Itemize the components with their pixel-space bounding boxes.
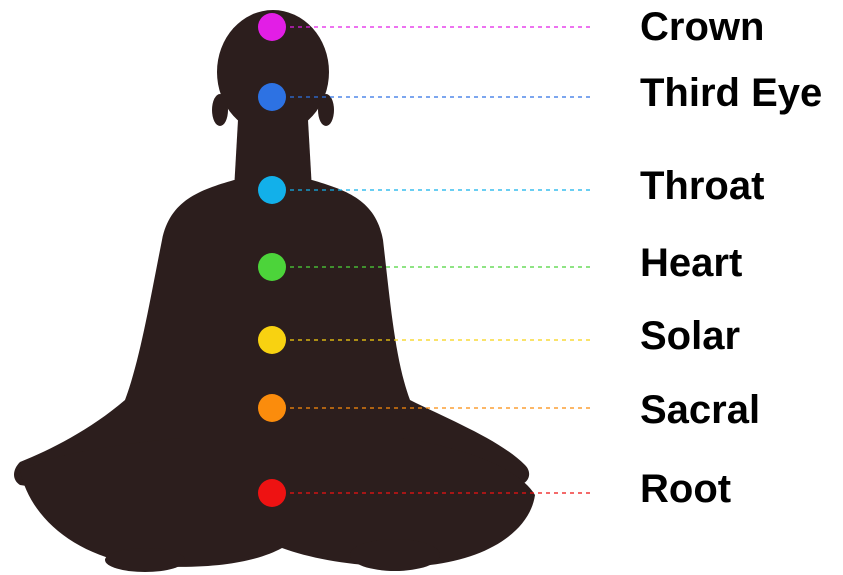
sacral-label: Sacral [640, 390, 760, 430]
sacral-chakra-dot [258, 394, 286, 422]
crown-chakra-dot [258, 13, 286, 41]
solar-label: Solar [640, 316, 740, 356]
heart-label: Heart [640, 243, 742, 283]
root-label: Root [640, 469, 731, 509]
heart-chakra-dot [258, 253, 286, 281]
root-chakra-dot [258, 479, 286, 507]
throat-chakra-dot [258, 176, 286, 204]
third-eye-chakra-dot [258, 83, 286, 111]
throat-label: Throat [640, 166, 764, 206]
third-eye-label: Third Eye [640, 73, 822, 113]
crown-label: Crown [640, 7, 764, 47]
solar-chakra-dot [258, 326, 286, 354]
